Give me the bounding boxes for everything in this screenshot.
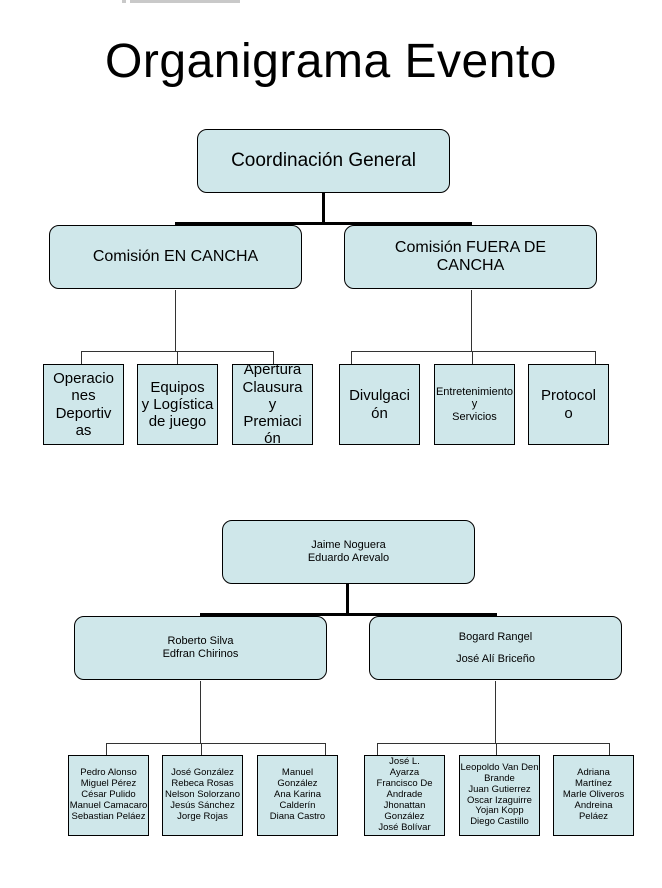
people-commission-2-stem <box>495 681 496 743</box>
people-team-drop-1 <box>106 743 107 755</box>
people-root-stem <box>346 584 349 614</box>
team-bus-2 <box>351 351 595 352</box>
people-commission-node-2: Bogard Rangel José Alí Briceño <box>369 616 622 680</box>
team-node-4: Divulgaci ón <box>339 364 420 445</box>
team-node-5: Entretenimiento y Servicios <box>434 364 515 445</box>
people-team-drop-2 <box>201 743 202 755</box>
team-drop-3 <box>273 351 274 364</box>
root-node: Coordinación General <box>197 129 450 193</box>
commission-1-stem <box>175 290 176 351</box>
top-edge-bar <box>130 0 240 3</box>
people-team-drop-3 <box>325 743 326 755</box>
people-team-node-2: José González Rebeca Rosas Nelson Solorz… <box>162 755 243 836</box>
people-team-node-5: Leopoldo Van Den Brande Juan Gutierrez O… <box>459 755 540 836</box>
people-team-node-6: Adriana Martínez Marle Oliveros Andreina… <box>553 755 634 836</box>
people-commission-node-1: Roberto Silva Edfran Chirinos <box>74 616 327 680</box>
team-drop-4 <box>351 351 352 364</box>
people-team-bus-1 <box>106 743 326 744</box>
people-team-drop-6 <box>609 743 610 755</box>
people-commission-1-stem <box>200 681 201 743</box>
team-drop-6 <box>595 351 596 364</box>
people-commission-bus <box>200 613 497 616</box>
commission-node-1: Comisión EN CANCHA <box>49 225 302 289</box>
page-title: Organigrama Evento <box>105 35 557 88</box>
people-team-bus-2 <box>377 743 610 744</box>
people-team-node-1: Pedro Alonso Miguel Pérez César Pulido M… <box>68 755 149 836</box>
commission-node-2: Comisión FUERA DE CANCHA <box>344 225 597 289</box>
people-team-node-4: José L. Ayarza Francisco De Andrade Jhon… <box>364 755 445 836</box>
team-node-3: Apertura Clausura y Premiaci ón <box>232 364 313 445</box>
team-node-1: Operacio nes Deportiv as <box>43 364 124 445</box>
commission-2-stem <box>471 290 472 351</box>
people-root-node: Jaime Noguera Eduardo Arevalo <box>222 520 475 584</box>
team-drop-2 <box>177 351 178 364</box>
team-drop-1 <box>81 351 82 364</box>
team-node-6: Protocol o <box>528 364 609 445</box>
commission-bus <box>175 222 472 225</box>
root-stem <box>322 193 325 223</box>
team-node-2: Equipos y Logística de juego <box>137 364 218 445</box>
people-team-drop-5 <box>496 743 497 755</box>
people-team-drop-4 <box>377 743 378 755</box>
people-team-node-3: Manuel González Ana Karina Calderín Dian… <box>257 755 338 836</box>
team-drop-5 <box>472 351 473 364</box>
top-edge-mark <box>122 0 126 3</box>
